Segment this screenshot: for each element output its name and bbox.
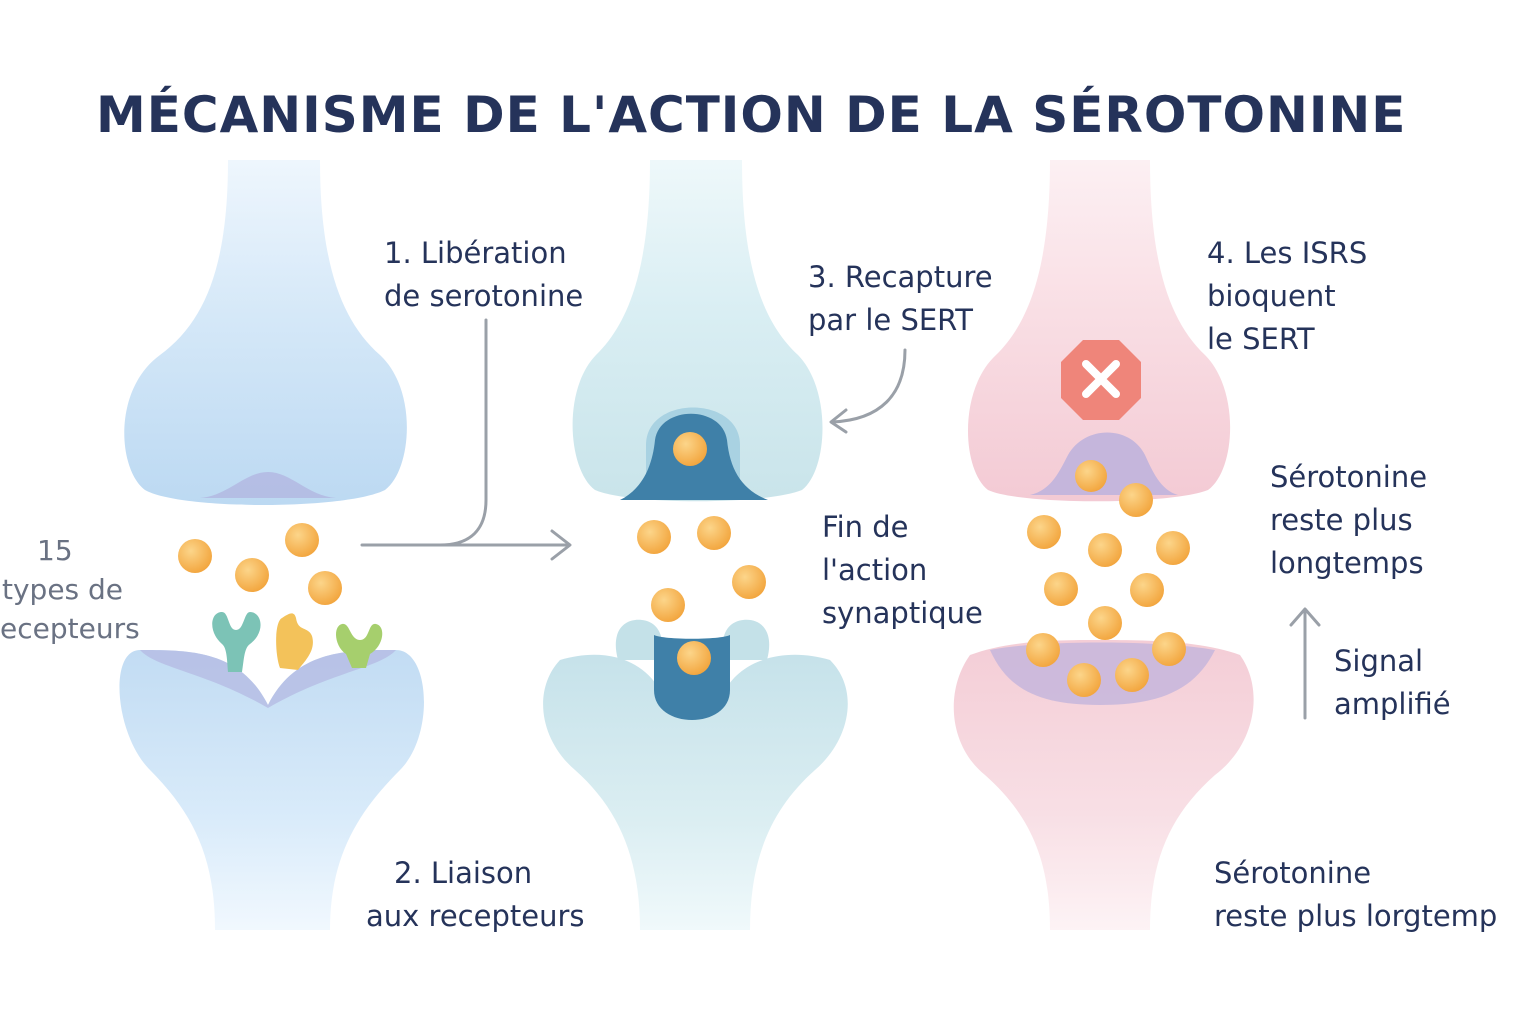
label-end-action: Fin de l'action synaptique [822, 510, 983, 630]
serotonin-molecule [178, 539, 212, 573]
serotonin-molecule [1156, 531, 1190, 565]
serotonin-molecule [308, 571, 342, 605]
serotonin-molecule [1044, 572, 1078, 606]
receptor-teal [212, 612, 261, 672]
postsynaptic-neuron-3 [953, 640, 1254, 930]
receptor-cap-right-2 [722, 619, 770, 660]
serotonin-molecule [1152, 632, 1186, 666]
page-title: MÉCANISME DE L'ACTION DE LA SÉROTONINE [96, 86, 1407, 144]
serotonin-molecule [1026, 633, 1060, 667]
arrow-up-icon [1289, 607, 1321, 720]
curved-arrow-icon [829, 348, 907, 434]
serotonin-molecule [1115, 658, 1149, 692]
serotonin-molecule [1075, 460, 1107, 492]
receptor-pocket-2 [654, 635, 730, 720]
presynaptic-neuron-3 [967, 160, 1231, 502]
serotonin-molecule [1088, 533, 1122, 567]
serotonin-molecule [1130, 573, 1164, 607]
label-ssri: 4. Les ISRS bioquent le SERT [1207, 236, 1368, 356]
serotonin-molecule [1119, 483, 1153, 517]
serotonin-molecule [651, 588, 685, 622]
serotonin-molecule [285, 523, 319, 557]
x-octagon-icon [1061, 340, 1141, 420]
presynaptic-neuron-2 [572, 160, 823, 502]
serotonin-molecule [673, 432, 707, 466]
label-binding: 2. Liaison aux recepteurs [366, 856, 585, 933]
presynaptic-bump-1 [200, 472, 336, 498]
label-serotonin-stays-upper: Sérotonine reste plus longtemps [1270, 460, 1428, 580]
label-release: 1. Libération de serotonine [384, 236, 584, 313]
label-signal-amplified: Signal amplifié [1334, 644, 1451, 721]
panel-1-neurons [119, 160, 424, 930]
postsynaptic-neuron-2 [543, 654, 848, 930]
label-reuptake: 3. Recapture par le SERT [808, 260, 993, 337]
postsynaptic-cleft-1 [140, 650, 396, 708]
receptor-orange [276, 613, 313, 670]
label-serotonin-stays-lower: Sérotonine reste plus lorgtemp [1214, 856, 1498, 933]
serotonin-molecule [1027, 515, 1061, 549]
arrow-right-icon [360, 318, 572, 561]
serotonin-molecule [697, 516, 731, 550]
serotonin-molecule [677, 641, 711, 675]
panel-2-neurons [543, 160, 848, 930]
presynaptic-cleft-3 [1030, 432, 1178, 495]
serotonin-molecule [235, 558, 269, 592]
label-receptor-types: 15 types de ecepteurs [0, 534, 140, 645]
postsynaptic-neuron-1 [119, 650, 424, 930]
serotonin-molecule [1088, 606, 1122, 640]
receptor-cap-left-2 [615, 619, 663, 660]
presynaptic-neuron-1 [124, 160, 407, 505]
serotonin-molecule [732, 565, 766, 599]
serotonin-molecule [1067, 663, 1101, 697]
serotonin-molecule [637, 520, 671, 554]
serotonin-molecules [178, 432, 1190, 697]
receptor-green [336, 623, 383, 668]
